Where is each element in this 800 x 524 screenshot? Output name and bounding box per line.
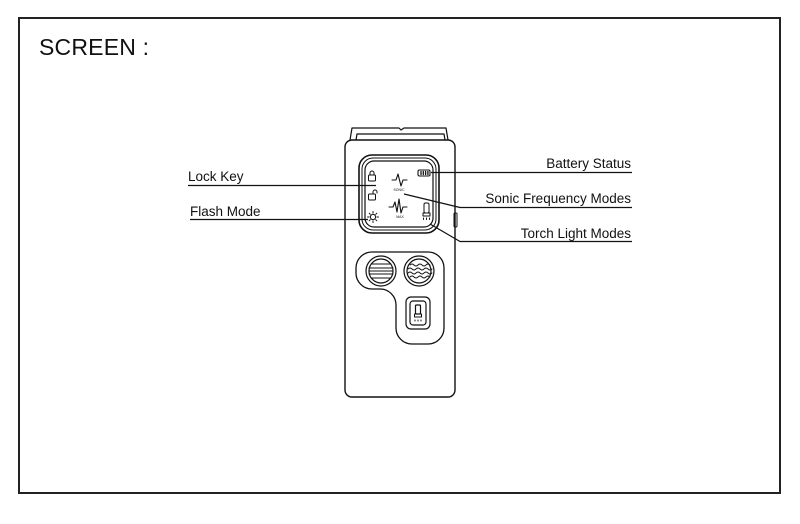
label-torch-light-modes: Torch Light Modes bbox=[520, 226, 631, 241]
label-flash-mode: Flash Mode bbox=[190, 204, 261, 219]
label-lock-key: Lock Key bbox=[188, 169, 244, 184]
torch-button bbox=[405, 296, 431, 330]
leader-sonic-frequency-modes bbox=[403, 193, 632, 209]
battery-icon bbox=[417, 169, 431, 177]
leader-lines bbox=[188, 171, 632, 243]
leader-torch-light-modes bbox=[429, 223, 632, 243]
max-caption: MAX bbox=[396, 215, 404, 219]
sonic-button bbox=[365, 255, 397, 287]
diagram-title: SCREEN : bbox=[39, 34, 150, 60]
unlock-icon bbox=[368, 189, 378, 201]
sun-icon bbox=[367, 211, 379, 223]
label-sonic-frequency-modes: Sonic Frequency Modes bbox=[485, 191, 631, 206]
device-body bbox=[344, 139, 456, 398]
diagram-frame bbox=[18, 17, 781, 494]
button-cluster bbox=[355, 251, 445, 345]
sonic-caption: SONIC bbox=[393, 188, 405, 192]
lock-icon bbox=[368, 170, 376, 182]
max-button bbox=[403, 255, 435, 287]
device-top-cap bbox=[349, 127, 449, 141]
device-screen bbox=[358, 154, 440, 234]
max-wave-icon bbox=[388, 198, 408, 214]
side-button bbox=[453, 212, 458, 228]
label-battery-status: Battery Status bbox=[546, 156, 631, 171]
sonic-wave-icon bbox=[391, 173, 408, 187]
torch-icon bbox=[422, 202, 431, 220]
